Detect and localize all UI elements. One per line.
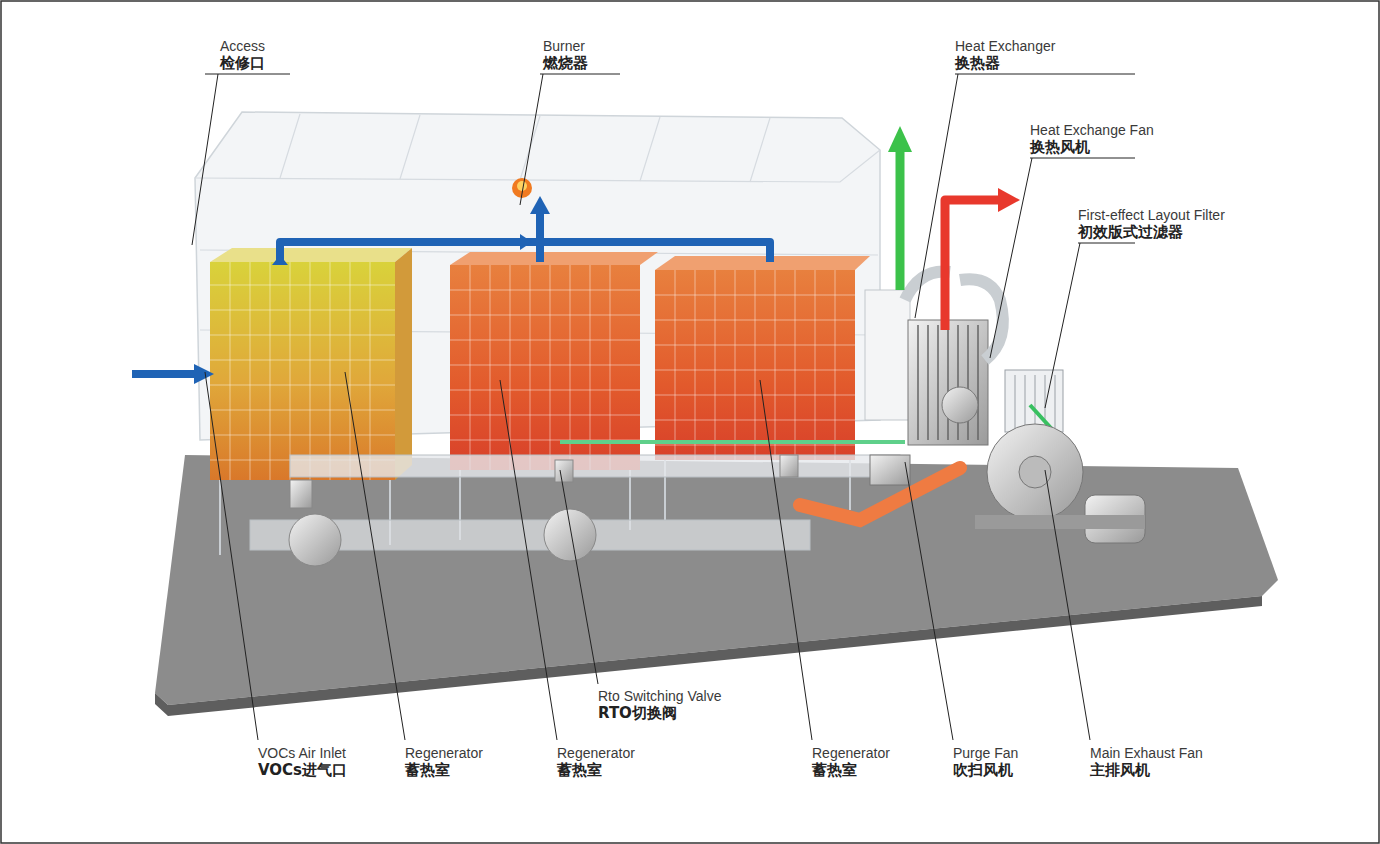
callout-label-zh: 吹扫风机 <box>953 762 1013 778</box>
callout-label: Heat Exchange Fan <box>1030 122 1154 138</box>
callout-label-zh: 燃烧器 <box>543 55 588 71</box>
callout-label-zh: 主排风机 <box>1090 762 1150 778</box>
callout-label-zh: 蓄热室 <box>405 762 450 778</box>
callout-label: Regenerator <box>557 745 635 761</box>
callout-label: Burner <box>543 38 585 54</box>
callout-label-zh: 初效版式过滤器 <box>1078 224 1183 240</box>
callout-label-zh: 换热风机 <box>1030 139 1090 155</box>
callout-label-zh: 蓄热室 <box>812 762 857 778</box>
callout-label-zh: VOCs进气口 <box>258 762 347 778</box>
callout-label: Regenerator <box>812 745 890 761</box>
callout-label: Regenerator <box>405 745 483 761</box>
callout-label-zh: 检修口 <box>220 55 265 71</box>
callout-label: VOCs Air Inlet <box>258 745 346 761</box>
callout-label: Rto Switching Valve <box>598 688 721 704</box>
callout-label-zh: 蓄热室 <box>557 762 602 778</box>
callout-label: Purge Fan <box>953 745 1018 761</box>
callout-label-zh: 换热器 <box>955 55 1000 71</box>
callout-label: Main Exhaust Fan <box>1090 745 1203 761</box>
callout-label: First-effect Layout Filter <box>1078 207 1225 223</box>
callout-label: Heat Exchanger <box>955 38 1055 54</box>
callout-label: Access <box>220 38 265 54</box>
callout-label-zh: RTO切换阀 <box>598 705 677 721</box>
